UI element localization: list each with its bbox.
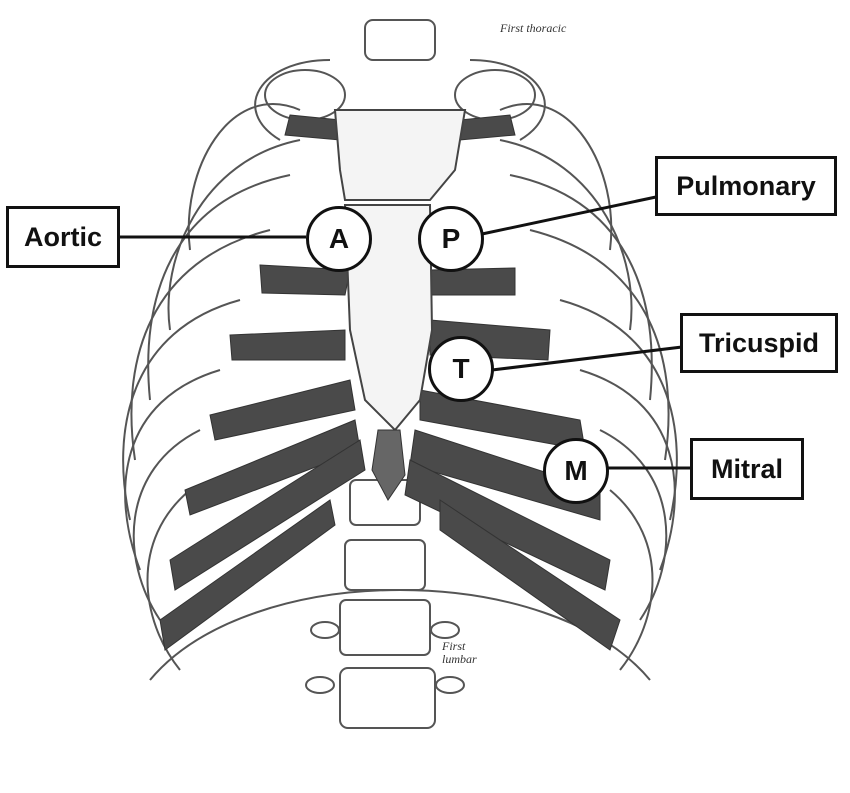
mitral-label: Mitral [690,438,804,500]
aortic-marker: A [306,206,372,272]
pulmonary-label: Pulmonary [655,156,837,216]
pulmonary-marker: P [418,206,484,272]
first-lumbar-line1: First [442,639,466,653]
mitral-marker: M [543,438,609,504]
aortic-label: Aortic [6,206,120,268]
tricuspid-label: Tricuspid [680,313,838,373]
tricuspid-marker: T [428,336,494,402]
first-lumbar-line2: lumbar [442,652,477,666]
first-thoracic-annotation: First thoracic [500,21,567,35]
first-lumbar-annotation: First lumbar [442,640,477,666]
